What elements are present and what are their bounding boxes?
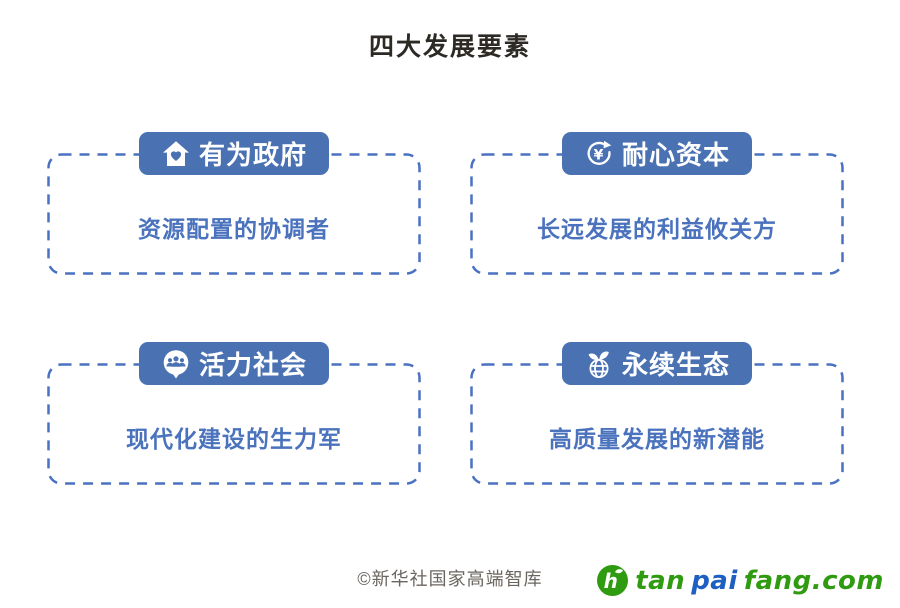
globe-leaf-icon [588, 351, 609, 378]
svg-text:¥: ¥ [594, 147, 605, 163]
dashed-border [47, 363, 421, 485]
card-sustainable-ecology: 永续生态 高质量发展的新潜能 [470, 342, 844, 485]
dashed-border [470, 363, 844, 485]
card-description: 高质量发展的新潜能 [549, 425, 765, 452]
card-header-badge: 永续生态 [561, 342, 753, 385]
card-description: 现代化建设的生力军 [126, 425, 342, 452]
card-title: 永续生态 [621, 350, 731, 380]
source-credit: ©新华社国家高端智库 [357, 569, 543, 589]
page-title: 四大发展要素 [368, 33, 531, 61]
svg-text:h: h [604, 569, 619, 593]
card-patient-capital: ¥ 耐心资本 长远发展的利益攸关方 [470, 132, 844, 275]
logo-text-tan: tan [635, 565, 686, 596]
card-description: 长远发展的利益攸关方 [537, 215, 777, 242]
card-title: 有为政府 [198, 140, 308, 170]
tanpaifang-logo-icon: h [597, 565, 629, 596]
yen-cycle-icon: ¥ [587, 140, 612, 165]
logo-text-pai: pai [691, 565, 738, 596]
card-header-badge: 有为政府 [138, 132, 330, 175]
card-description: 资源配置的协调者 [138, 215, 330, 242]
card-effective-government: 有为政府 资源配置的协调者 [47, 132, 421, 275]
card-dynamic-society: 活力社会 现代化建设的生力军 [47, 342, 421, 485]
card-header-badge: ¥ 耐心资本 [561, 132, 753, 175]
card-title: 活力社会 [198, 350, 308, 380]
logo-text-fang: fang.com [743, 565, 884, 596]
card-header-badge: 活力社会 [138, 342, 330, 385]
dashed-border [47, 153, 421, 275]
card-title: 耐心资本 [621, 140, 731, 170]
house-heart-icon [162, 140, 189, 166]
people-bubble-icon [163, 349, 189, 378]
dashed-border [470, 153, 844, 275]
